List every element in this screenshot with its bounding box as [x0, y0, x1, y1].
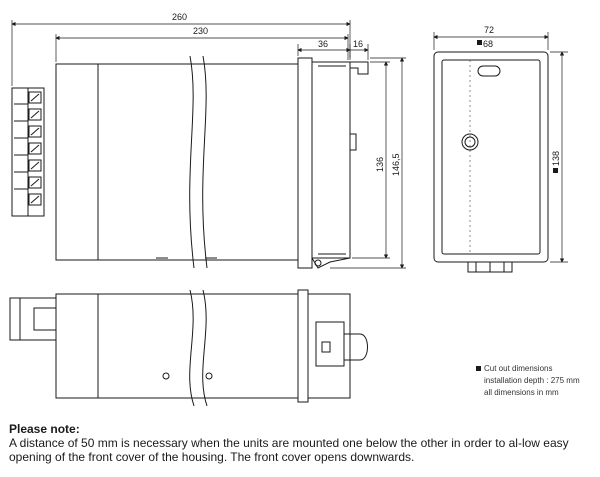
dim-cutout-height: 138	[551, 151, 561, 166]
dim-heights	[330, 57, 406, 269]
dim-body-length: 230	[193, 26, 208, 36]
front-panel	[433, 51, 549, 263]
dim-flange: 16	[353, 39, 363, 49]
legend: Cut out dimensions installation depth : …	[476, 364, 580, 397]
note-section: Please note: A distance of 50 mm is nece…	[9, 422, 594, 464]
break-line	[189, 289, 195, 407]
dim-height-inner: 136	[375, 157, 385, 172]
housing-body	[55, 63, 299, 261]
dim-260	[11, 20, 351, 86]
dim-36-16	[297, 44, 369, 60]
cutout-marker	[476, 366, 481, 371]
break-line	[202, 55, 208, 269]
front-view	[433, 51, 549, 273]
note-body: A distance of 50 mm is necessary when th…	[9, 436, 569, 464]
technical-drawing: 260 230 36 16 136 146,5	[9, 12, 580, 407]
break-line	[189, 55, 195, 269]
dim-width	[433, 32, 549, 50]
cutout-marker	[477, 40, 482, 45]
front-flange	[297, 57, 313, 269]
dim-138	[550, 51, 568, 263]
latch-slot	[477, 65, 501, 77]
dim-front-depth: 36	[318, 39, 328, 49]
front-flange-top	[297, 289, 309, 403]
dim-cutout-width: 68	[483, 39, 493, 49]
dim-230	[55, 34, 349, 62]
legend-depth: installation depth : 275 mm	[484, 376, 580, 385]
dim-total-length: 260	[172, 12, 187, 22]
front-cover-top	[307, 293, 351, 399]
note-title: Please note:	[9, 422, 80, 436]
terminal-block-top	[9, 297, 57, 341]
side-view	[11, 55, 369, 269]
terminal-screws	[14, 91, 42, 206]
break-line	[202, 289, 208, 407]
housing-top	[55, 293, 299, 399]
top-view	[9, 289, 368, 407]
front-cover	[311, 61, 351, 259]
dim-height-outer: 146,5	[391, 153, 401, 176]
legend-units: all dimensions in mm	[484, 388, 559, 397]
cutout-marker	[553, 168, 558, 173]
dim-width-value: 72	[484, 25, 494, 35]
legend-cutout: Cut out dimensions	[484, 364, 552, 373]
